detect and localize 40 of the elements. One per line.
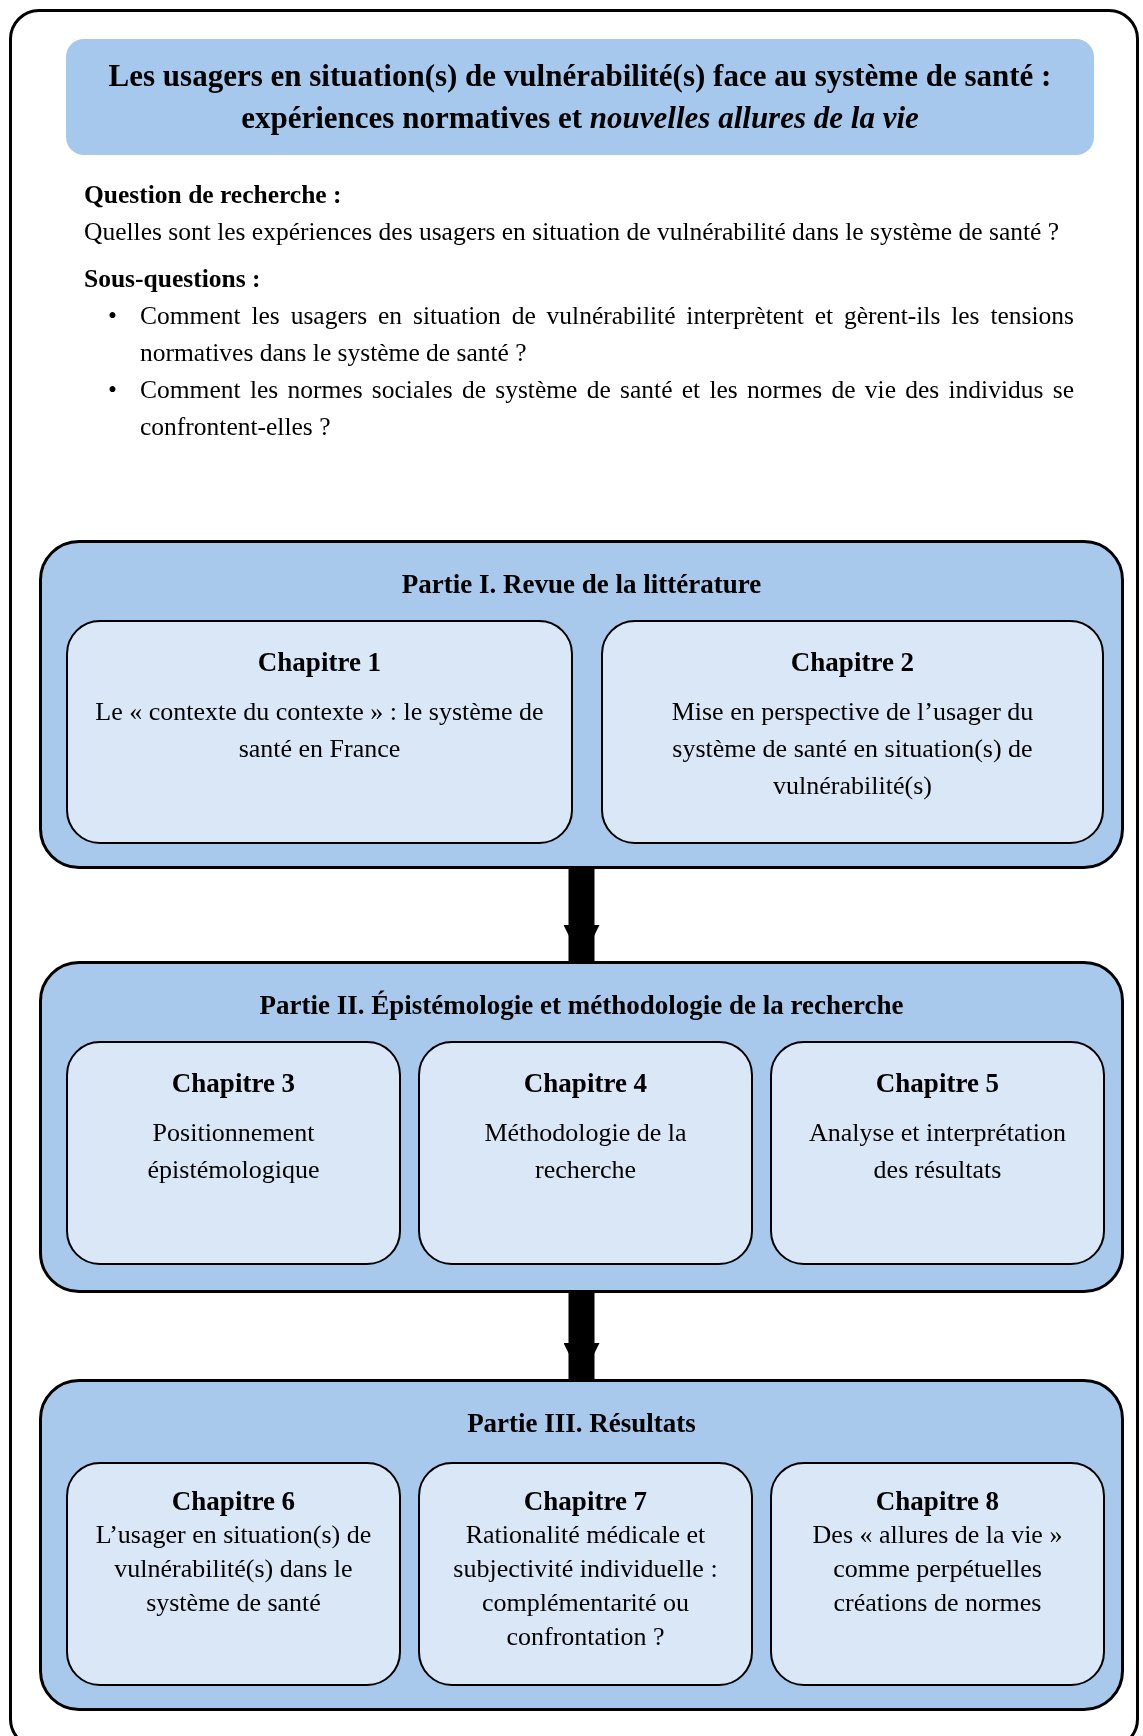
chapter-box — [66, 1462, 401, 1686]
chapter-description: Le « contexte du contexte » : le système de santé en France — [94, 696, 545, 765]
chapter-heading: Chapitre 4 — [522, 1067, 649, 1100]
chapter-description: Mise en perspective de l’usager du système de santé en situation(s) de vulnérabilité(s) — [670, 696, 1035, 802]
part-panel — [39, 540, 1124, 869]
bullet-mark: • — [108, 374, 118, 406]
chapter-heading: Chapitre 7 — [522, 1485, 649, 1518]
subquestions-heading: Sous-questions : — [84, 263, 262, 295]
chapter-heading: Chapitre 3 — [170, 1067, 297, 1100]
chapter-description: Positionnement épistémologique — [146, 1117, 321, 1186]
chapter-heading: Chapitre 5 — [874, 1067, 1001, 1100]
chapter-description: L’usager en situation(s) de vulnérabilité(s) dans le système de santé — [94, 1519, 373, 1619]
down-arrow — [563, 1293, 600, 1379]
research-question: Quelles sont les expériences des usagers en situation de vulnérabilité dans le système de santé ? — [84, 216, 1061, 248]
chapter-heading: Chapitre 1 — [256, 646, 383, 679]
chapter-box — [66, 620, 573, 844]
part-heading: Partie II. Épistémologie et méthodologie de la recherche — [258, 989, 905, 1022]
chapter-description: Des « allures de la vie » comme perpétuelles créations de normes — [811, 1519, 1064, 1619]
chapter-box — [770, 1041, 1105, 1265]
down-arrow — [563, 869, 600, 961]
bullet-item: Comment les usagers en situation de vulnérabilité interprètent et gèrent-ils les tensions normatives dans le système de santé ? — [140, 300, 1074, 369]
question-heading: Question de recherche : — [84, 179, 343, 211]
title-banner: Les usagers en situation(s) de vulnérabilité(s) face au système de santé : expériences normatives et nouvelles allures de la vie — [66, 39, 1094, 155]
chapter-box — [770, 1462, 1105, 1686]
bullet-item: Comment les normes sociales de système de santé et les normes de vie des individus se confrontent-elles ? — [140, 374, 1074, 443]
part-heading: Partie I. Revue de la littérature — [400, 568, 763, 601]
chapter-heading: Chapitre 8 — [874, 1485, 1001, 1518]
chapter-box — [601, 620, 1104, 844]
chapter-description: Analyse et interprétation des résultats — [808, 1117, 1067, 1186]
part-heading: Partie III. Résultats — [466, 1407, 697, 1440]
chapter-description: Méthodologie de la recherche — [483, 1117, 688, 1186]
chapter-heading: Chapitre 6 — [170, 1485, 297, 1518]
chapter-description: Rationalité médicale et subjectivité individuelle : complémentarité ou confrontation ? — [452, 1519, 719, 1653]
part-panel — [39, 961, 1124, 1293]
bullet-mark: • — [108, 300, 118, 332]
chapter-heading: Chapitre 2 — [789, 646, 916, 679]
chapter-box — [66, 1041, 401, 1265]
chapter-box — [418, 1462, 753, 1686]
chapter-box — [418, 1041, 753, 1265]
part-panel — [39, 1379, 1124, 1711]
